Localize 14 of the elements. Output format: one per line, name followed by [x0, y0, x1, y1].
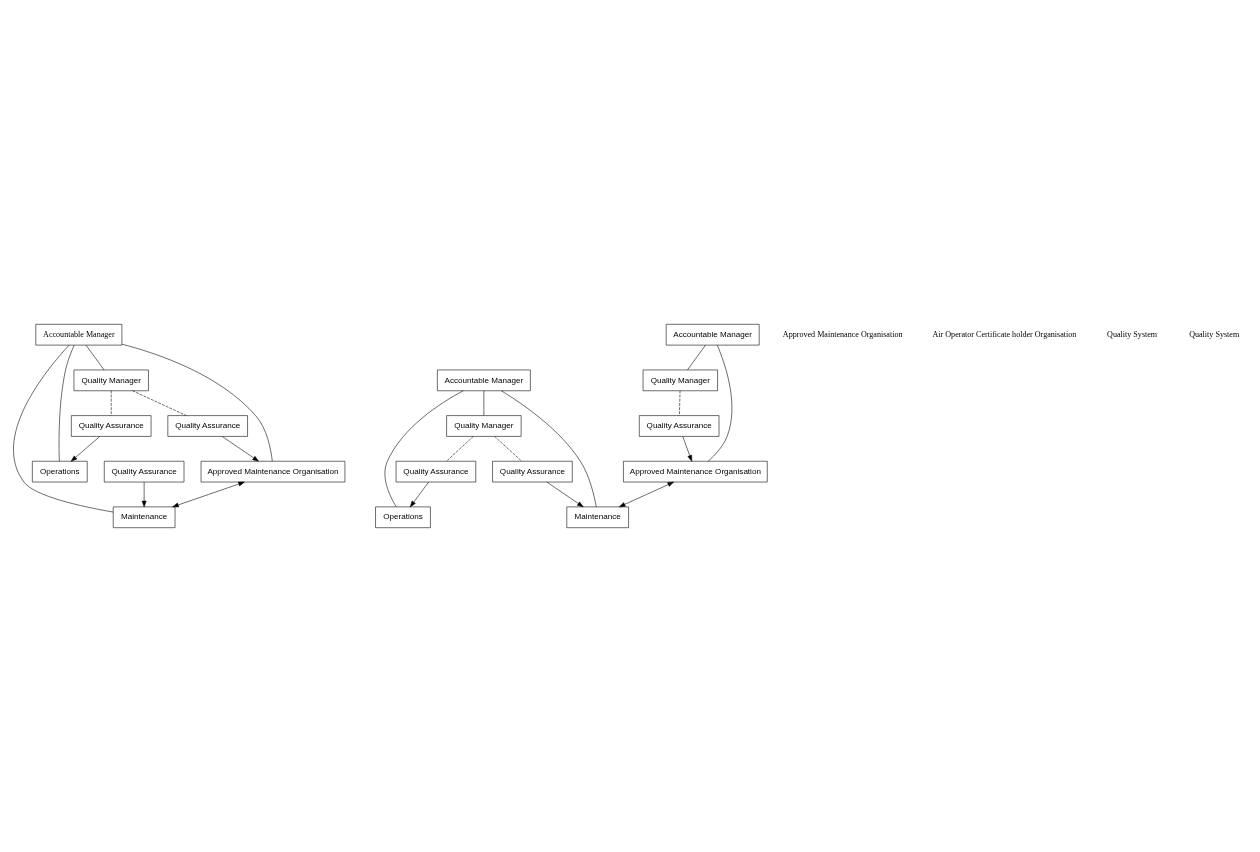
connector	[132, 390, 187, 416]
arrow	[172, 481, 245, 508]
arrow	[619, 481, 674, 508]
label: Quality System	[1189, 329, 1240, 339]
arrow	[141, 481, 147, 508]
label: Approved Maintenance Organisation	[782, 329, 903, 339]
node-box: Accountable Manager	[35, 324, 123, 346]
arrow	[409, 481, 429, 508]
arrow	[70, 436, 101, 462]
arrow	[682, 436, 693, 462]
arrow	[546, 481, 584, 508]
label: Quality System	[1107, 329, 1158, 339]
label: Air Operator Certificate holder Organisation	[932, 329, 1077, 339]
arrow	[221, 436, 259, 462]
